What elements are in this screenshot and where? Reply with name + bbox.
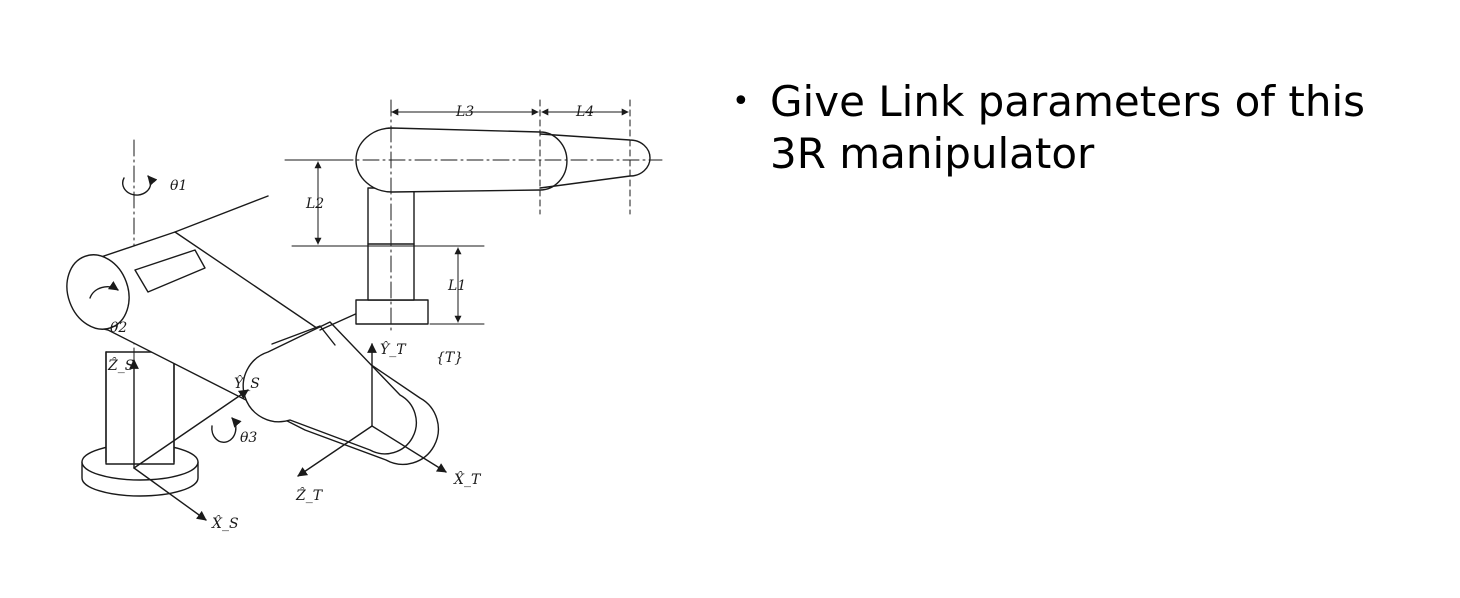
theta2-label: θ2 — [110, 320, 127, 336]
forearm-link — [242, 321, 417, 455]
bullet-dot: • — [732, 84, 750, 119]
y-t-label: Ŷ_T — [380, 340, 407, 358]
l1-label: L1 — [447, 278, 466, 294]
z-t-axis — [297, 425, 373, 477]
x-s-label: X̂_S — [211, 514, 239, 532]
theta1-rotation-arrow — [121, 175, 158, 196]
x-t-label: X̂_T — [453, 470, 482, 488]
z-t-label: Ẑ_T — [295, 486, 324, 504]
theta2-rotation-arrow — [89, 281, 119, 299]
l4-label: L4 — [575, 104, 594, 120]
question-text: Give Link parameters of this 3R manipula… — [770, 77, 1366, 178]
theta1-label: θ1 — [170, 178, 187, 194]
base-column — [105, 351, 175, 465]
frame-t-label: {T} — [436, 350, 463, 366]
x-t-axis — [371, 425, 447, 473]
y-s-axis — [133, 389, 249, 469]
reference-line-forearm — [319, 311, 361, 331]
reference-line-upper — [174, 195, 269, 233]
theta3-rotation-arrow — [211, 417, 242, 443]
x-s-axis — [133, 467, 207, 521]
l2-label: L2 — [305, 196, 324, 212]
question-bullet: • Give Link parameters of this 3R manipu… — [732, 76, 1432, 180]
theta3-label: θ3 — [240, 430, 257, 446]
z-s-label: Ẑ_S — [107, 356, 134, 374]
l3-label: L3 — [455, 104, 474, 120]
top-view-base — [355, 187, 429, 325]
y-s-label: Ŷ_S — [234, 374, 260, 392]
manipulator-diagram: θ1 θ2 θ3 L3 L4 L2 L1 Ẑ_S Ŷ_S X̂_S Ŷ_T X̂… — [66, 99, 663, 532]
